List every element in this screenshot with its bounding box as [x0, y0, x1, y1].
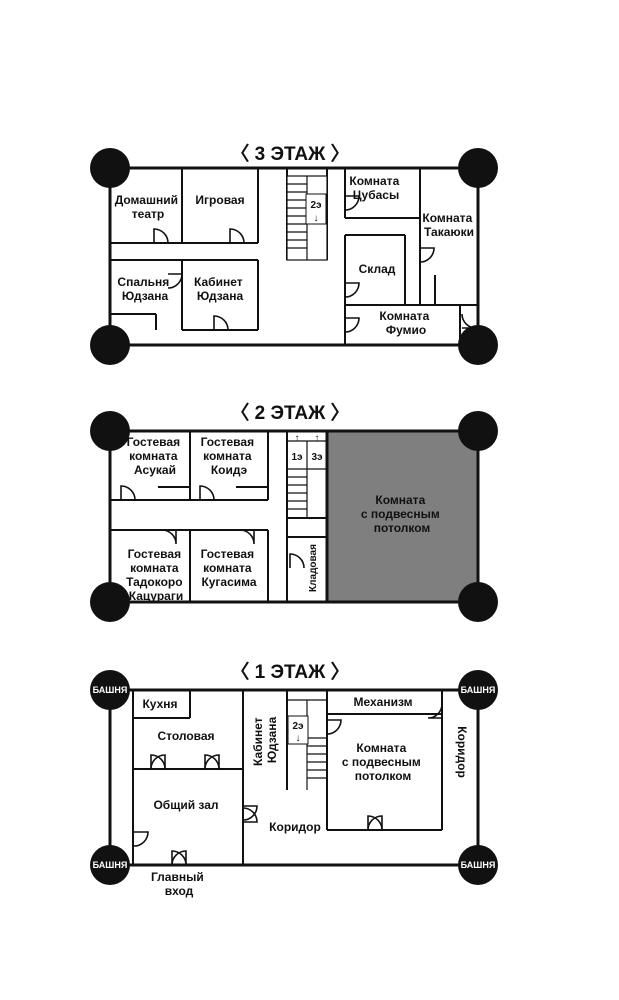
- stairs-floor-3: [286, 175, 328, 261]
- stairs-floor-1: [287, 699, 327, 790]
- tower-label: БАШНЯ: [461, 685, 496, 695]
- tower-top-right: БАШНЯ: [458, 670, 498, 710]
- stair-label: 2э: [292, 721, 304, 732]
- room-takayuki: Комната Такаюки: [422, 211, 475, 239]
- room-dining: Столовая: [157, 729, 214, 743]
- tower-label: БАШНЯ: [93, 860, 128, 870]
- room-game: Игровая: [195, 193, 244, 207]
- floor-3-title: 〈 3 ЭТАЖ 〉: [230, 142, 349, 165]
- room-home-theater: Домашний театр: [115, 193, 182, 221]
- door-icons: [133, 703, 443, 866]
- room-yudzan-office: Кабинет Юдзана: [194, 275, 246, 303]
- room-kugasima: Гостевая комната Кугасима: [201, 547, 258, 589]
- corner-tower: [458, 582, 498, 622]
- stair-label: 3э: [311, 452, 323, 463]
- corner-tower: [90, 325, 130, 365]
- tower-label: БАШНЯ: [461, 860, 496, 870]
- corner-tower: [90, 582, 130, 622]
- floor-1-title: 〈 1 ЭТАЖ 〉: [230, 660, 349, 683]
- tower-bottom-left: БАШНЯ: [90, 845, 130, 885]
- corner-tower: [458, 411, 498, 451]
- arrow-down-icon: ↓: [296, 733, 301, 744]
- room-tadokoro: Гостевая комната Тадокоро Кацураги: [126, 547, 186, 603]
- room-hanging-ceiling-2: Комната с подвесным потолком: [361, 493, 443, 535]
- room-asukai: Гостевая комната Асукай: [127, 435, 184, 477]
- room-kitchen: Кухня: [142, 697, 177, 711]
- door-icons: [120, 485, 305, 569]
- arrow-down-icon: ↓: [314, 213, 319, 224]
- stair-label: 2э: [310, 200, 322, 211]
- floor-2: 〈 2 ЭТАЖ 〉: [90, 401, 498, 622]
- room-yudzan-office-1: Кабинет Юдзана: [251, 714, 279, 766]
- room-tsubasa: Комната Цубасы: [349, 174, 402, 202]
- corner-tower: [90, 411, 130, 451]
- corner-tower: [90, 148, 130, 188]
- floor-1-walls: [132, 690, 443, 865]
- room-hanging-ceiling-1: Комната с подвесным потолком: [342, 741, 424, 783]
- floor-3: 〈 3 ЭТАЖ 〉: [90, 142, 498, 365]
- room-corridor-right: Коридор: [455, 726, 469, 778]
- arrow-up-icon: ↑: [295, 433, 300, 444]
- room-hall: Общий зал: [153, 798, 218, 812]
- corner-tower: [458, 148, 498, 188]
- floor-1: 〈 1 ЭТАЖ 〉 2э ↓: [90, 660, 498, 898]
- tower-bottom-right: БАШНЯ: [458, 845, 498, 885]
- floor-3-outline: [108, 166, 480, 347]
- door-icons: [153, 195, 477, 333]
- tower-label: БАШНЯ: [93, 685, 128, 695]
- room-storage: Склад: [359, 262, 396, 276]
- room-yudzan-bedroom: Спальня Юдзана: [117, 275, 172, 303]
- room-koide: Гостевая комната Коидэ: [201, 435, 258, 477]
- floor-1-outline: [108, 688, 480, 867]
- room-mechanism: Механизм: [353, 695, 412, 709]
- tower-top-left: БАШНЯ: [90, 670, 130, 710]
- room-hanging-ceiling-2-fill: [325, 429, 480, 604]
- corner-tower: [458, 325, 498, 365]
- floor-2-title: 〈 2 ЭТАЖ 〉: [230, 401, 349, 424]
- arrow-up-icon: ↑: [315, 433, 320, 444]
- room-fumio: Комната Фумио: [379, 309, 432, 337]
- room-pantry: Кладовая: [308, 544, 319, 592]
- main-entrance-label: Главный вход: [151, 870, 207, 898]
- stair-label: 1э: [291, 452, 303, 463]
- room-corridor-center: Коридор: [269, 820, 321, 834]
- stairs-floor-2: [287, 440, 327, 518]
